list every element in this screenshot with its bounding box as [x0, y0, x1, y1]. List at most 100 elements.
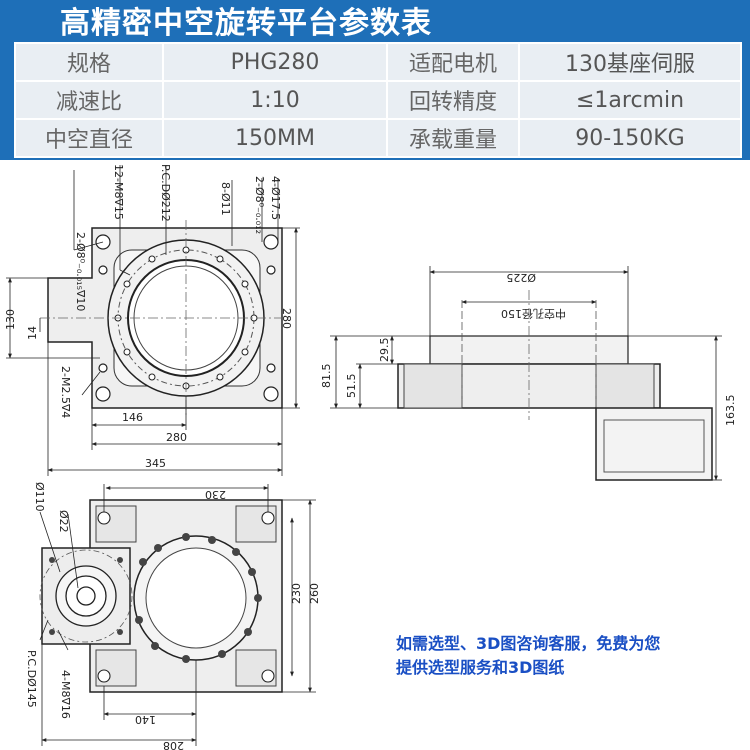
dim-label: 230 [205, 488, 226, 501]
spec-value: 1:10 [162, 80, 388, 120]
pcd-hole [241, 348, 249, 356]
mount-hole [97, 511, 111, 525]
dim-label: P.C.DØ212 [159, 164, 172, 222]
dim-label: 4-M8∇16 [59, 670, 72, 719]
pcd-hole [148, 255, 156, 263]
dim-label: 2-Ø8⁰₋₀.₀₁₅∇10 [74, 232, 87, 311]
spec-table: 规格 PHG280 适配电机 130基座伺服 减速比 1:10 回转精度 ≤1a… [14, 42, 742, 158]
dim-label: 208 [163, 739, 184, 750]
bottom-rotary-inner [145, 547, 247, 649]
dim-label: 14 [26, 326, 39, 340]
disk-hole [182, 655, 190, 663]
dim-label: 8-Ø11 [219, 182, 232, 216]
pcd-hole [123, 280, 131, 288]
spec-label: 中空直径 [14, 118, 164, 158]
side-hollow-lines [461, 300, 597, 408]
dim-label: 2-M2.5∇4 [59, 366, 72, 418]
disk-hole [139, 558, 147, 566]
dim-label: 中空孔径150 [501, 307, 566, 321]
spec-label: 规格 [14, 42, 164, 82]
disk-hole [151, 642, 159, 650]
spec-value: 130基座伺服 [518, 42, 742, 82]
motor-shaft [76, 586, 96, 606]
side-view: Ø225 中空孔径150 81.5 51.5 29.5 163.5 [320, 266, 737, 481]
side-bearing-left [403, 363, 463, 409]
bottom-dimensions [39, 484, 316, 746]
spec-value: PHG280 [162, 42, 388, 82]
dim-label: 260 [308, 583, 321, 604]
mount-hole [263, 234, 279, 250]
dim-label: 81.5 [320, 364, 333, 389]
side-dimensions [330, 266, 722, 481]
side-bearing-right [595, 363, 655, 409]
spec-label: 适配电机 [386, 42, 520, 82]
mount-hole [95, 386, 111, 402]
dim-label: 29.5 [378, 338, 391, 363]
side-motor-flange [595, 407, 713, 481]
side-motor-inner [603, 419, 705, 473]
dim-label: P.C.DØ145 [25, 650, 38, 708]
dim-label: 12-M8∇15 [112, 164, 125, 220]
disk-hole [208, 536, 216, 544]
dim-label: 140 [135, 713, 156, 726]
flange-hole [49, 557, 55, 563]
motor-flange-holes [49, 557, 123, 635]
dim-label: 163.5 [724, 395, 737, 427]
disk-hole [182, 533, 190, 541]
disk-hole [135, 616, 143, 624]
dim-label: 4-Ø17.5 [269, 176, 282, 220]
dim-label: Ø110 [33, 482, 46, 512]
dim-label: 51.5 [345, 374, 358, 399]
top-leaders [73, 165, 279, 396]
service-note: 如需选型、3D图咨询客服，免费为您 提供选型服务和3D图纸 [396, 632, 750, 680]
mount-hole [98, 363, 108, 373]
spec-value: ≤1arcmin [518, 80, 742, 120]
dim-label: 2-Ø8⁰₋₀.₀₁₂ [253, 176, 266, 234]
dim-label: 146 [122, 411, 143, 424]
pcd-hole [123, 348, 131, 356]
mount-hole [261, 669, 275, 683]
spec-value: 90-150KG [518, 118, 742, 158]
mount-hole [261, 511, 275, 525]
bottom-corner-holes [97, 511, 275, 683]
pcd-hole [216, 255, 224, 263]
disk-hole [254, 594, 262, 602]
flange-hole [117, 629, 123, 635]
mount-hole [263, 386, 279, 402]
dim-label: Ø225 [506, 271, 536, 284]
mount-hole [266, 363, 276, 373]
disk-hole [232, 548, 240, 556]
spec-label: 减速比 [14, 80, 164, 120]
motor-pcd-circle [39, 549, 133, 643]
disk-hole [154, 544, 162, 552]
flange-hole [117, 557, 123, 563]
spec-value: 150MM [162, 118, 388, 158]
pcd-hole [241, 280, 249, 288]
top-dimensions [6, 227, 300, 476]
pcd-hole [148, 373, 156, 381]
disk-hole [244, 628, 252, 636]
spec-label: 承载重量 [386, 118, 520, 158]
top-view: 2-Ø8⁰₋₀.₀₁₅∇10 2-Ø8⁰₋₀.₀₁₅∇10 12-M8∇15 P… [4, 164, 300, 476]
spec-row: 减速比 1:10 回转精度 ≤1arcmin [14, 80, 742, 120]
bottom-disk-holes [135, 533, 262, 663]
mount-hole [98, 265, 108, 275]
dim-label: 280 [166, 431, 187, 444]
disk-hole [248, 568, 256, 576]
mount-hole [266, 265, 276, 275]
spec-label: 回转精度 [386, 80, 520, 120]
spec-row: 规格 PHG280 适配电机 130基座伺服 [14, 42, 742, 82]
dim-label: 230 [290, 583, 303, 604]
dim-label: 345 [145, 457, 166, 470]
note-line: 提供选型服务和3D图纸 [396, 658, 565, 677]
spec-row: 中空直径 150MM 承载重量 90-150KG [14, 118, 742, 158]
disk-hole [218, 650, 226, 658]
pcd-hole [216, 373, 224, 381]
dim-label: 280 [280, 308, 293, 329]
dim-label: Ø22 [57, 510, 70, 533]
flange-hole [49, 629, 55, 635]
note-line: 如需选型、3D图咨询客服，免费为您 [396, 634, 661, 653]
page-title: 高精密中空旋转平台参数表 [60, 6, 432, 41]
mount-hole [97, 669, 111, 683]
